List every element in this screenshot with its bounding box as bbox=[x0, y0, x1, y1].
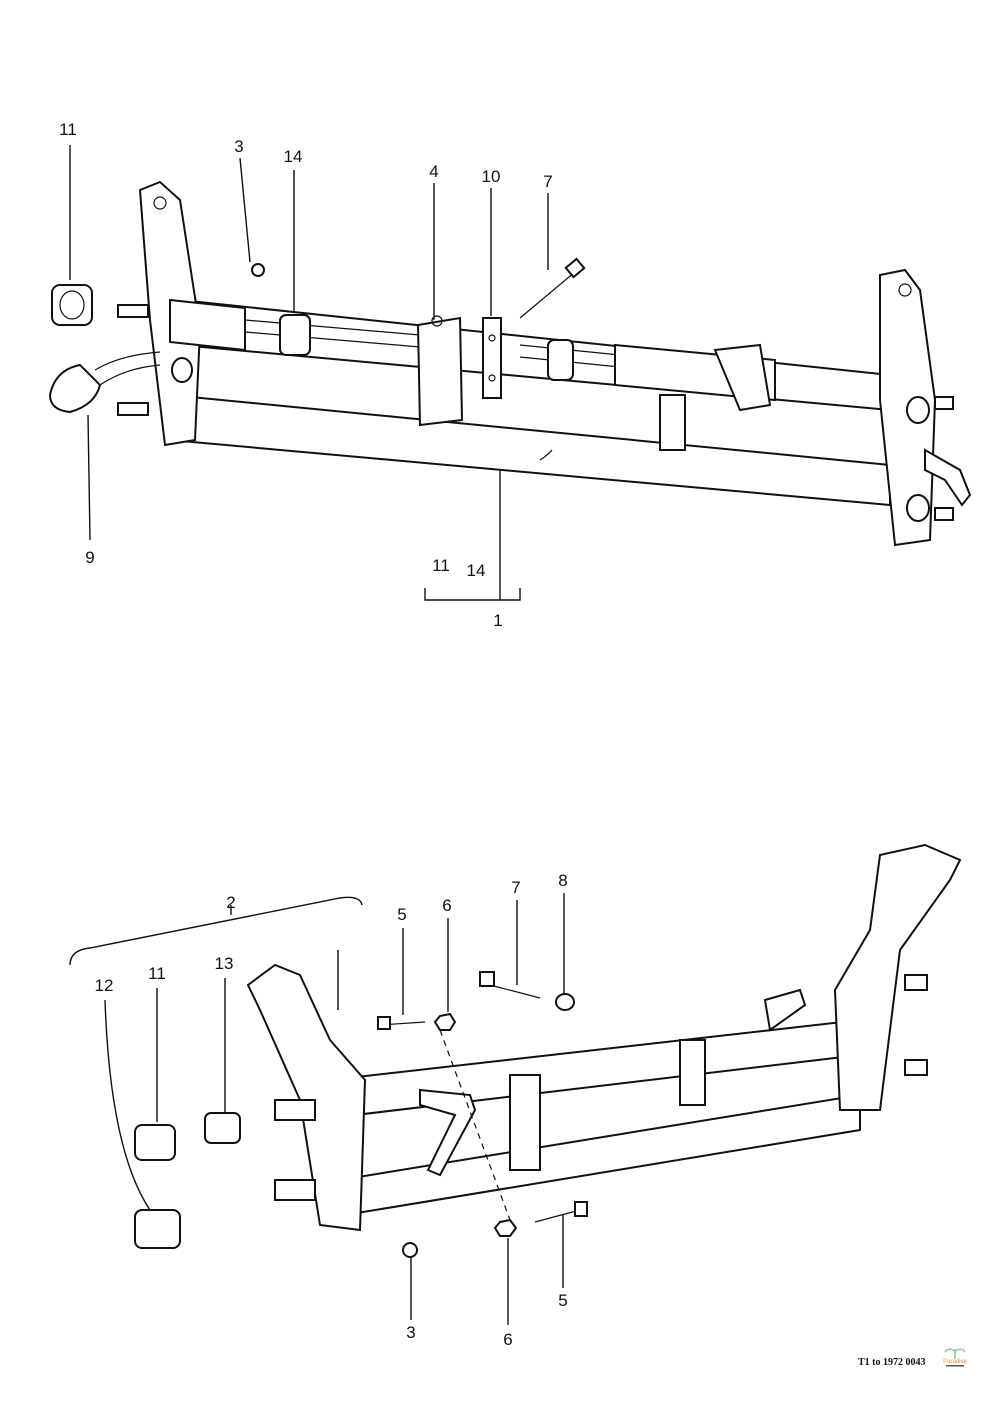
logo-text: Paradise bbox=[943, 1359, 967, 1365]
pivot-hole bbox=[153, 196, 167, 210]
tube-mark bbox=[539, 449, 553, 461]
needle-bearing-11 bbox=[134, 1124, 176, 1161]
grease-nipple-3 bbox=[251, 263, 265, 277]
callout-13: 13 bbox=[215, 954, 234, 973]
bracket-4 bbox=[416, 316, 464, 427]
bolt-5 bbox=[534, 1209, 581, 1223]
leader-lines bbox=[69, 145, 549, 600]
bolt-7 bbox=[489, 984, 541, 999]
grease-nipple-3 bbox=[402, 1242, 418, 1258]
callout-11: 11 bbox=[148, 964, 166, 983]
bearing-12 bbox=[134, 1209, 181, 1249]
torsion-bar-end bbox=[274, 1099, 316, 1121]
shaft bbox=[244, 319, 621, 368]
callout-12: 12 bbox=[95, 976, 114, 995]
callout-11: 11 bbox=[59, 120, 77, 139]
bushing bbox=[547, 339, 574, 381]
bolt-head bbox=[479, 971, 495, 987]
torsion-bar-end bbox=[904, 974, 928, 991]
callout-1: 1 bbox=[493, 611, 502, 630]
cap-guide-lines bbox=[94, 351, 161, 386]
lower-tube bbox=[169, 393, 891, 507]
callout-6: 6 bbox=[442, 896, 451, 915]
arm-boss bbox=[906, 396, 930, 424]
diagram-caption: T1 to 1972 0043 bbox=[858, 1357, 926, 1368]
callout-7: 7 bbox=[543, 172, 552, 191]
leader-lines bbox=[104, 893, 565, 1325]
torsion-bar-end bbox=[934, 507, 954, 521]
group-bracket bbox=[424, 588, 521, 601]
logo-underline bbox=[946, 1365, 964, 1367]
bushing-13 bbox=[204, 1112, 241, 1144]
right-arm bbox=[833, 843, 962, 1111]
callout-14: 14 bbox=[467, 561, 486, 580]
bottom-axle-beam-assembly bbox=[69, 843, 962, 1325]
palm-tree-icon bbox=[944, 1348, 966, 1359]
plate-10 bbox=[482, 317, 502, 399]
rubber-cap-9 bbox=[48, 363, 102, 414]
clamp bbox=[763, 988, 807, 1032]
bolt-head bbox=[574, 1201, 588, 1217]
torsion-bar-end bbox=[117, 402, 149, 416]
callout-7: 7 bbox=[511, 878, 520, 897]
plate-hole bbox=[488, 334, 496, 342]
torsion-bar-end bbox=[117, 304, 149, 318]
torsion-bar-end bbox=[904, 1059, 928, 1076]
assembly-dashed-line bbox=[439, 1029, 511, 1221]
mount-bracket bbox=[509, 1074, 541, 1171]
callout-3: 3 bbox=[234, 137, 243, 156]
pivot-hole bbox=[898, 283, 912, 297]
callout-5: 5 bbox=[558, 1291, 567, 1310]
clamp bbox=[419, 1088, 477, 1177]
mount-bracket bbox=[679, 1039, 706, 1106]
callout-11: 11 bbox=[432, 556, 450, 575]
paradise-logo: Paradise bbox=[943, 1348, 968, 1367]
mount-bracket bbox=[659, 394, 686, 451]
needle-bearing-11 bbox=[51, 284, 93, 326]
washer-8 bbox=[555, 993, 575, 1011]
group-bracket bbox=[69, 896, 363, 966]
clamp bbox=[713, 343, 772, 412]
bolt-head bbox=[377, 1016, 391, 1030]
callout-6: 6 bbox=[503, 1330, 512, 1349]
callout-10: 10 bbox=[482, 167, 501, 186]
stabilizer-link bbox=[924, 448, 972, 507]
nut-6 bbox=[493, 1218, 518, 1237]
callout-2: 2 bbox=[226, 893, 235, 912]
sleeve bbox=[169, 298, 246, 352]
callout-4: 4 bbox=[429, 162, 438, 181]
callout-14: 14 bbox=[284, 147, 303, 166]
callout-9: 9 bbox=[85, 548, 94, 567]
arm-boss bbox=[906, 494, 930, 522]
bracket-hole bbox=[431, 315, 443, 327]
upper-tube bbox=[329, 1018, 861, 1120]
callout-3: 3 bbox=[406, 1323, 415, 1342]
plate-hole bbox=[488, 374, 496, 382]
bolt-head bbox=[564, 257, 586, 279]
bushing-14 bbox=[279, 314, 311, 356]
bolt-7 bbox=[519, 271, 576, 319]
torsion-bar-end bbox=[934, 396, 954, 410]
callout-5: 5 bbox=[397, 905, 406, 924]
nut-6 bbox=[433, 1012, 457, 1031]
arm-boss bbox=[171, 357, 193, 383]
torsion-bar-end bbox=[274, 1179, 316, 1201]
left-arm bbox=[246, 963, 367, 1232]
lower-tube bbox=[338, 1093, 861, 1217]
bearing-bore bbox=[59, 290, 85, 320]
callout-8: 8 bbox=[558, 871, 567, 890]
top-axle-beam-assembly bbox=[48, 145, 972, 601]
